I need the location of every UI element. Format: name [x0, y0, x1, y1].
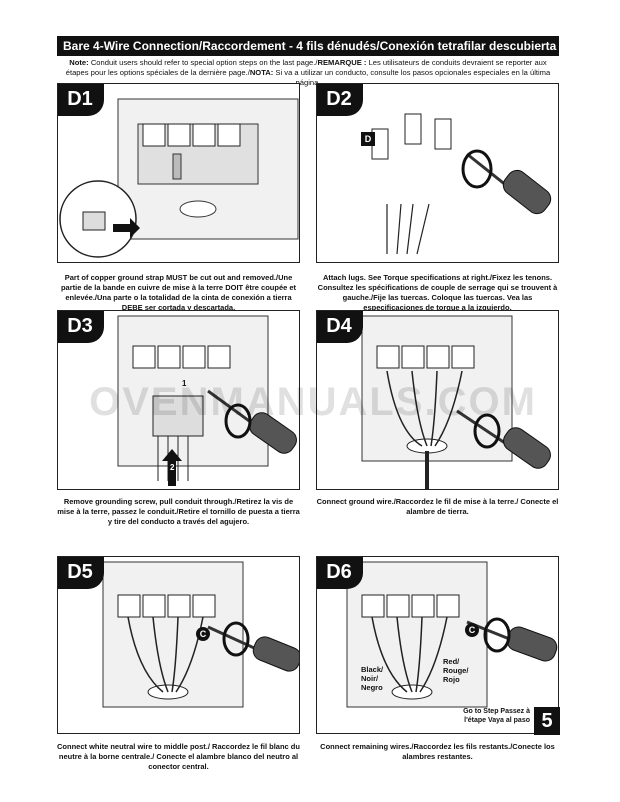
step-d5-panel: D5 C — [57, 556, 300, 734]
step-d6-caption: Connect remaining wires./Raccordez les f… — [320, 742, 555, 761]
terminal-block-illustration — [59, 98, 299, 258]
arrow-2-marker: 2 — [170, 463, 175, 472]
step-d4-panel: D4 — [316, 310, 559, 490]
red-wire-label: Red/ Rouge/ Rojo — [443, 657, 469, 684]
step-d3-panel: D3 1 2 — [57, 310, 300, 490]
watermark: OVENMANUALS.COM — [89, 380, 537, 424]
black-wire-label: Black/ Noir/ Negro — [361, 665, 384, 692]
note-label: Note: — [69, 58, 89, 67]
step-d1-badge: D1 — [58, 84, 104, 116]
step-d5-caption: Connect white neutral wire to middle pos… — [57, 742, 300, 771]
lug-c-marker: C — [465, 623, 479, 637]
step-d1-caption: Part of copper ground strap MUST be cut … — [60, 273, 297, 312]
lug-c-marker: C — [196, 627, 210, 641]
step-d3-caption: Remove grounding screw, pull conduit thr… — [57, 497, 300, 526]
next-step-number: 5 — [534, 707, 560, 735]
page-header: Bare 4-Wire Connection/Raccordement - 4 … — [57, 36, 559, 56]
step-d5-badge: D5 — [58, 557, 104, 589]
lugs-screwdriver-illustration — [371, 113, 552, 255]
step-d4-caption: Connect ground wire./Raccordez le fil de… — [316, 497, 559, 516]
note-label-fr: REMARQUE : — [317, 58, 367, 67]
remaining-wires-illustration — [346, 561, 558, 708]
conduit-illustration — [117, 315, 297, 486]
neutral-wire-illustration — [102, 561, 299, 708]
ground-wire-illustration — [361, 315, 551, 489]
go-to-step-label: Go to Step Passez à l'étape Vaya al paso — [463, 708, 530, 724]
arrow-1-marker: 1 — [182, 379, 187, 388]
step-d6-panel: D6 C Black/ Noir/ Negro Red/ Rouge/ Rojo — [316, 556, 559, 734]
step-d4-badge: D4 — [317, 311, 363, 343]
step-d3-badge: D3 — [58, 311, 104, 343]
note-text-es: Si va a utilizar un conducto, consulte l… — [275, 68, 551, 87]
note-text-en: Conduit users should refer to special op… — [90, 58, 318, 67]
step-d2-caption: Attach lugs. See Torque specifications a… — [317, 273, 558, 312]
conduit-note: Note: Conduit users should refer to spec… — [57, 58, 559, 88]
step-d2-panel: D2 D — [316, 83, 559, 263]
step-d1-panel: D1 — [57, 83, 300, 263]
note-text-fr: Les utilisateurs de conduits devraient s… — [65, 58, 547, 77]
step-d2-badge: D2 — [317, 84, 363, 116]
note-label-es: NOTA: — [249, 68, 274, 77]
step-d6-badge: D6 — [317, 557, 363, 589]
lug-d-marker: D — [361, 132, 375, 146]
